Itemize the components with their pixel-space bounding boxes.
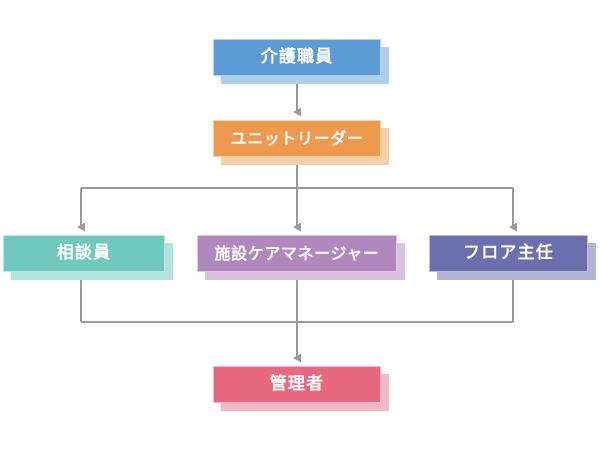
- node-administrator-label: 管理者: [269, 374, 325, 394]
- edge-unit-leader-trunk: [81, 158, 513, 232]
- node-floor-chief-label: フロア主任: [463, 243, 554, 263]
- node-care-staff-label: 介護職員: [260, 47, 334, 67]
- node-unit-leader-label: ユニットリーダー: [230, 128, 364, 148]
- edge-to-administrator-trunk: [81, 273, 513, 363]
- node-unit-leader[interactable]: ユニットリーダー: [213, 120, 389, 165]
- node-administrator-body[interactable]: 管理者: [213, 366, 381, 403]
- node-care-staff-body[interactable]: 介護職員: [213, 39, 381, 76]
- node-floor-chief-body[interactable]: フロア主任: [429, 235, 588, 272]
- node-care-staff[interactable]: 介護職員: [213, 39, 389, 84]
- node-facility-care-manager-label: 施設ケアマネージャー: [214, 243, 380, 263]
- node-counselor-body[interactable]: 相談員: [3, 235, 165, 272]
- node-administrator[interactable]: 管理者: [213, 366, 389, 411]
- node-facility-care-manager[interactable]: 施設ケアマネージャー: [197, 235, 405, 280]
- node-counselor[interactable]: 相談員: [3, 235, 173, 280]
- node-counselor-label: 相談員: [56, 243, 112, 263]
- node-unit-leader-body[interactable]: ユニットリーダー: [213, 120, 381, 157]
- node-floor-chief[interactable]: フロア主任: [429, 235, 596, 280]
- node-facility-care-manager-body[interactable]: 施設ケアマネージャー: [197, 235, 397, 272]
